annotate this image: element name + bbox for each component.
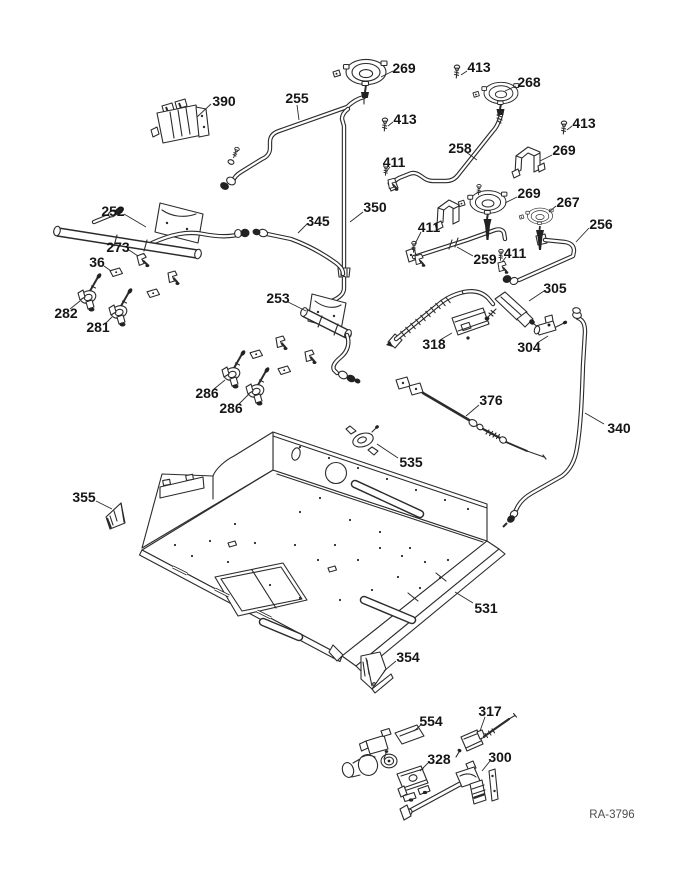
burner-holder-267 <box>518 207 554 250</box>
callout-286-1: 286 <box>195 385 219 401</box>
callout-268: 268 <box>517 74 541 90</box>
callout-413-1: 413 <box>467 59 491 75</box>
elbow-fitting-304 <box>533 314 568 336</box>
screw-icon <box>381 117 389 132</box>
callout-317: 317 <box>478 703 502 719</box>
callout-269-top: 269 <box>392 60 416 76</box>
burner-holder-269-top <box>332 58 388 105</box>
callout-258: 258 <box>448 140 472 156</box>
callout-269-bracket: 269 <box>552 142 576 158</box>
callout-252: 252 <box>101 203 125 219</box>
spark-module-318 <box>451 307 497 340</box>
callout-531: 531 <box>474 600 498 616</box>
callout-269-mid: 269 <box>517 185 541 201</box>
burner-bracket-269 <box>511 146 546 179</box>
callout-554: 554 <box>419 713 443 729</box>
drawing-number: RA-3796 <box>589 809 634 821</box>
callout-376: 376 <box>479 392 503 408</box>
callout-259: 259 <box>473 251 497 267</box>
screw-icon <box>231 146 241 160</box>
callout-411-3: 411 <box>504 245 527 261</box>
callout-354: 354 <box>396 649 420 665</box>
callout-36: 36 <box>89 254 105 270</box>
callout-413-2: 413 <box>393 111 417 127</box>
tube-345 <box>252 228 346 277</box>
leader-lines <box>69 70 605 772</box>
callout-318: 318 <box>422 336 446 352</box>
callout-535: 535 <box>399 454 423 470</box>
clips-273 <box>135 251 318 366</box>
callout-273: 273 <box>106 239 130 255</box>
callout-300: 300 <box>488 749 512 765</box>
corner-bracket-355 <box>105 502 126 530</box>
grommet-535 <box>345 425 379 456</box>
callout-340: 340 <box>607 420 631 436</box>
burner-holder-269-mid <box>457 184 508 240</box>
screw-icon <box>453 64 461 79</box>
callout-304: 304 <box>517 339 541 355</box>
corner-bracket-354 <box>360 651 394 694</box>
tube-340 <box>502 307 588 528</box>
gas-pipe-300 <box>399 760 499 821</box>
callout-411-2: 411 <box>418 219 441 235</box>
pads-36 <box>109 267 292 376</box>
callout-413-3: 413 <box>572 115 596 131</box>
burner-holder-268 <box>472 81 520 124</box>
callout-355: 355 <box>72 489 96 505</box>
callout-255: 255 <box>285 90 309 106</box>
manifold-253 <box>300 275 361 384</box>
regulator-valve-328 <box>341 727 431 803</box>
callout-labels: 269 413 268 390 255 413 413 258 269 411 … <box>54 59 634 821</box>
valve-286-b <box>245 365 272 407</box>
valve-281 <box>108 286 135 328</box>
tube-255 <box>220 94 367 190</box>
gas-valves <box>77 271 272 407</box>
tube-350 <box>337 106 351 278</box>
callout-305: 305 <box>543 280 567 296</box>
callout-281: 281 <box>86 319 110 335</box>
callout-267: 267 <box>556 194 580 210</box>
callout-390: 390 <box>212 93 236 109</box>
spark-module-390 <box>150 98 210 144</box>
callout-411-1: 411 <box>383 154 406 170</box>
pan-rivet-dots <box>173 445 470 602</box>
callout-253: 253 <box>266 290 290 306</box>
ignitor-317 <box>455 712 518 758</box>
screw-icon <box>560 120 568 135</box>
callout-328: 328 <box>427 751 451 767</box>
tube-259 <box>405 227 508 263</box>
callout-345: 345 <box>306 213 330 229</box>
callout-350: 350 <box>363 199 387 215</box>
callout-282: 282 <box>54 305 78 321</box>
burner-bracket-2 <box>434 199 460 231</box>
electrode-harness-376 <box>395 376 547 460</box>
valve-286-a <box>221 348 248 390</box>
valve-282 <box>77 271 104 313</box>
callout-286-2: 286 <box>219 400 243 416</box>
callout-256: 256 <box>589 216 613 232</box>
base-pan-531 <box>138 431 506 673</box>
manifold-252 <box>53 202 250 260</box>
flex-tube-and-ignitor-305 <box>386 289 540 349</box>
